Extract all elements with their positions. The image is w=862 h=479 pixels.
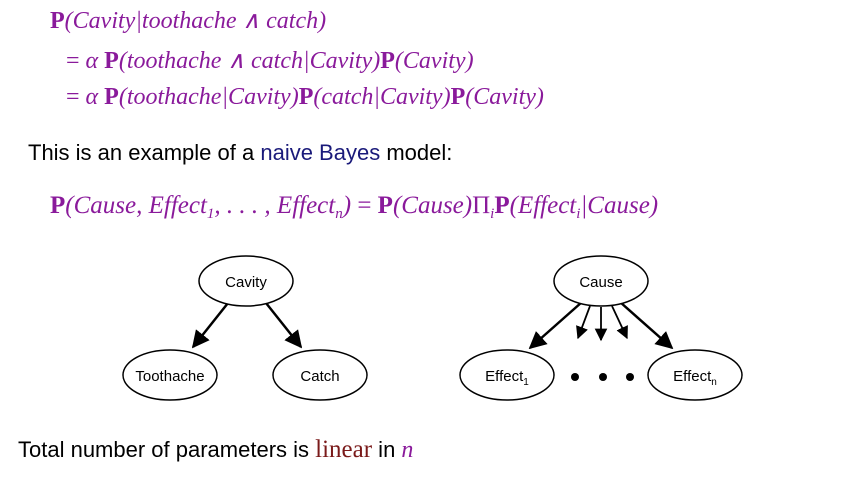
edge-cause-effect1 — [528, 301, 583, 350]
equation-args: (toothache|Cavity) — [118, 84, 299, 110]
ellipsis-dot — [626, 373, 634, 381]
edge-cavity-catch — [265, 302, 303, 349]
footer-before: Total number of parameters is — [18, 437, 316, 462]
prob-symbol: P — [380, 48, 395, 74]
node-cavity — [198, 255, 294, 307]
formula-part: (Cause, Effect — [65, 192, 207, 219]
formula-subscript: n — [335, 206, 343, 222]
alpha-symbol: α — [85, 84, 99, 110]
equals-sign: = — [66, 48, 80, 74]
edge-cause-effectn — [619, 301, 674, 350]
variable-n: n — [401, 437, 414, 463]
formula-part: ) — [342, 192, 352, 219]
prob-symbol: P — [104, 48, 119, 74]
equation-line-1: P(Cavity|toothache ∧ catch) — [50, 6, 326, 35]
equation-line-2: = α P(toothache ∧ catch|Cavity)P(Cavity) — [66, 46, 474, 75]
node-cause — [553, 255, 649, 307]
intro-after: model: — [380, 140, 453, 165]
effect-n-text: Effect — [673, 368, 712, 385]
prob-symbol: P — [50, 8, 65, 34]
edge-cause-effect-c — [611, 305, 628, 340]
cavity-network: Cavity Toothache Catch — [122, 255, 368, 401]
intro-before: This is an example of a — [28, 140, 261, 165]
prob-symbol: P — [494, 192, 510, 219]
product-symbol: Π — [472, 192, 491, 219]
node-cause-label: Cause — [579, 274, 622, 291]
intro-sentence: This is an example of a naive Bayes mode… — [28, 140, 452, 166]
formula-part: (Cause) — [392, 192, 473, 219]
formula-part: (Effect — [509, 192, 577, 219]
naive-bayes-formula: P(Cause, Effect1, . . . , Effectn) = P(C… — [50, 192, 659, 222]
equation-args: (Cavity|toothache ∧ catch) — [64, 8, 327, 34]
formula-subscript: i — [490, 206, 495, 222]
node-catch-label: Catch — [300, 368, 339, 385]
node-effect-n — [647, 349, 743, 401]
formula-subscript: i — [576, 206, 581, 222]
alpha-symbol: α — [85, 48, 99, 74]
linear-term: linear — [315, 436, 373, 463]
node-effect-1-label: Effect1 — [485, 368, 529, 388]
prob-symbol: P — [377, 192, 393, 219]
node-catch — [272, 349, 368, 401]
node-effect-n-label: Effectn — [673, 368, 717, 388]
prob-symbol: P — [104, 84, 119, 110]
equals-sign: = — [66, 84, 80, 110]
effect-n-subscript: n — [711, 377, 717, 388]
formula-subscript: 1 — [206, 206, 215, 222]
effect-1-text: Effect — [485, 368, 524, 385]
formula-part: |Cause) — [580, 192, 659, 219]
prob-symbol: P — [298, 84, 314, 110]
node-cavity-label: Cavity — [225, 274, 267, 291]
ellipsis-dot — [571, 373, 579, 381]
equation-line-3: = α P(toothache|Cavity)P(catch|Cavity)P(… — [66, 84, 544, 111]
edge-cause-effect-a — [576, 305, 591, 340]
node-effect-1 — [459, 349, 555, 401]
footer-mid: in — [372, 437, 402, 462]
equals-sign: = — [351, 192, 378, 219]
ellipsis-dot — [599, 373, 607, 381]
equation-args: (Cavity) — [394, 48, 474, 74]
footer-sentence: Total number of parameters is linear in … — [18, 436, 413, 464]
prob-symbol: P — [50, 192, 66, 219]
formula-part: , . . . , Effect — [214, 192, 336, 219]
equation-args: (catch|Cavity) — [313, 84, 451, 110]
node-toothache — [122, 349, 218, 401]
equation-args: (Cavity) — [465, 84, 544, 110]
effect-1-subscript: 1 — [523, 377, 529, 388]
prob-symbol: P — [450, 84, 466, 110]
edge-cavity-toothache — [191, 302, 229, 349]
equation-args: (toothache ∧ catch|Cavity) — [118, 48, 381, 74]
naive-bayes-term: naive Bayes — [260, 140, 381, 165]
node-toothache-label: Toothache — [135, 368, 204, 385]
cause-network: Cause Effect1 Effectn — [459, 255, 743, 401]
